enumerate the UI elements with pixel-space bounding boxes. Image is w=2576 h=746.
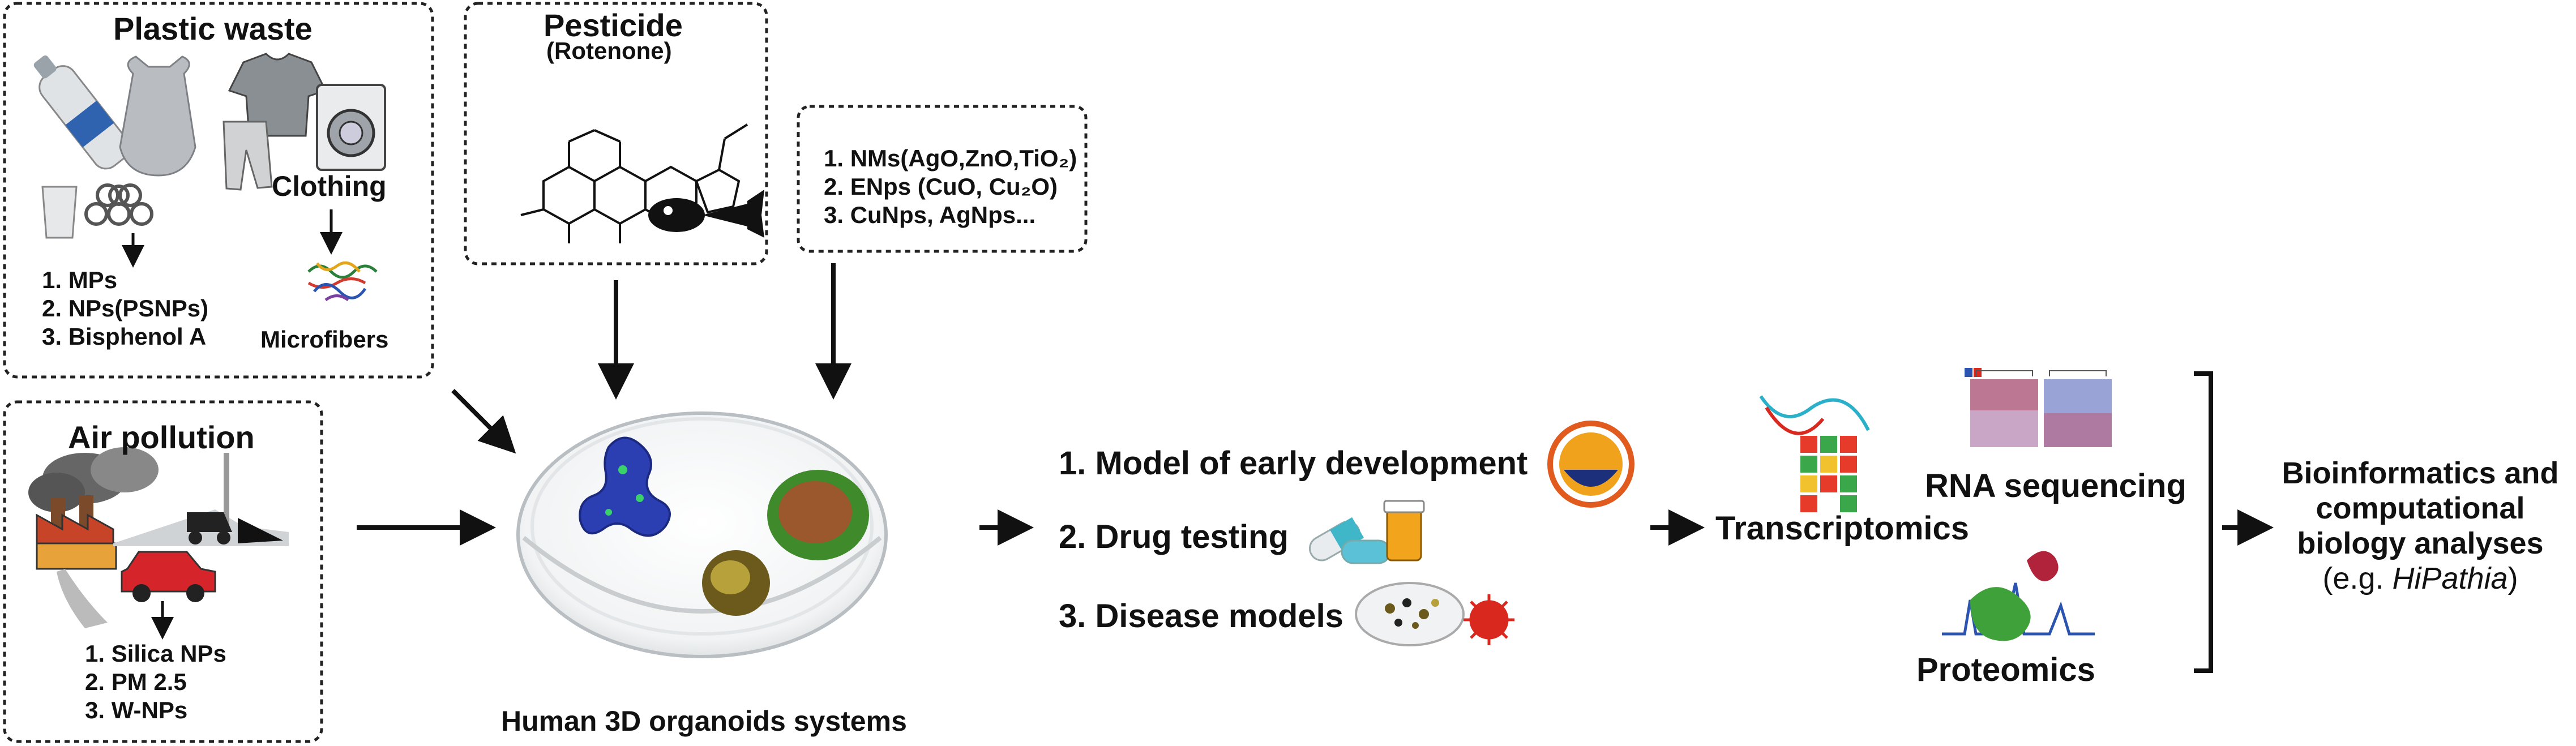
rna-heatmap-icon	[1965, 368, 2112, 447]
plastic-waste-title: Plastic waste	[113, 11, 313, 46]
six-pack-ring-icon	[84, 183, 153, 226]
rotenone-structure-icon	[520, 123, 748, 243]
omics-bracket	[2194, 371, 2213, 673]
plastic-cup-icon	[41, 186, 78, 239]
air-item: 3. W-NPs	[85, 697, 188, 723]
dead-fish-icon	[648, 190, 764, 238]
nanomaterial-item: 1. NMs(AgO,ZnO,TiO₂)	[824, 145, 1077, 172]
trousers-icon	[222, 121, 273, 191]
factory-pollution-icon	[28, 447, 289, 570]
bioinfo-line: Bioinformatics and	[2282, 456, 2559, 490]
bioinfo-line: computational	[2316, 491, 2525, 525]
plastic-to-dish-arrow	[451, 389, 516, 454]
car-exhaust-icon	[57, 551, 216, 628]
transcriptomics-icon	[1759, 395, 1870, 512]
air-item: 2. PM 2.5	[85, 668, 187, 695]
bioinformatics-block: Bioinformatics and computational biology…	[2270, 456, 2570, 596]
washing-machine-icon	[316, 84, 386, 171]
plastic-items-list: 1. MPs 2. NPs(PSNPs) 3. Bisphenol A	[42, 266, 208, 351]
bioinfo-example-prefix: (e.g.	[2322, 561, 2393, 595]
organoids-caption: Human 3D organoids systems	[501, 705, 907, 737]
plastic-item: 2. NPs(PSNPs)	[42, 295, 209, 321]
bioinfo-example-suffix: )	[2507, 561, 2518, 595]
transcriptomics-label: Transcriptomics	[1715, 510, 1970, 547]
air-pollution-title: Air pollution	[68, 419, 255, 455]
application-item: 1. Model of early development	[1059, 445, 1528, 482]
bioinfo-line: biology analyses	[2297, 526, 2544, 560]
air-item: 1. Silica NPs	[85, 640, 226, 667]
microfibers-icon	[307, 261, 378, 302]
proteomics-label: Proteomics	[1916, 651, 2095, 688]
bioinfo-example: (e.g. HiPathia)	[2270, 561, 2570, 596]
nanomaterial-item: 3. CuNps, AgNps...	[824, 201, 1036, 228]
application-item: 2. Drug testing	[1059, 518, 1289, 555]
embryo-icon	[1547, 421, 1634, 508]
organoid-brown	[702, 550, 770, 616]
rna-sequencing-label: RNA sequencing	[1925, 468, 2186, 504]
pesticide-box	[464, 2, 768, 265]
organoid-blue	[579, 436, 671, 537]
application-item: 3. Disease models	[1059, 598, 1343, 634]
plastic-bag-icon	[119, 55, 196, 177]
pills-icon	[1308, 500, 1425, 564]
pesticide-title: Pesticide	[544, 7, 683, 43]
plastic-waste-box	[3, 2, 434, 379]
nanomaterial-item: 2. ENps (CuO, Cu₂O)	[824, 173, 1058, 200]
microfibers-label: Microfibers	[260, 326, 389, 353]
clothing-label: Clothing	[272, 170, 387, 202]
air-pollution-box	[3, 400, 323, 743]
plastic-item: 1. MPs	[42, 267, 118, 293]
proteomics-icon	[1942, 551, 2095, 641]
virus-icon	[1464, 594, 1514, 645]
disease-dish-icon	[1355, 582, 1465, 646]
nanomaterials-list: 1. NMs(AgO,ZnO,TiO₂) 2. ENps (CuO, Cu₂O)…	[824, 144, 1077, 229]
pesticide-subtitle: (Rotenone)	[546, 37, 672, 64]
hipathia-label: HiPathia	[2392, 561, 2508, 595]
air-items-list: 1. Silica NPs 2. PM 2.5 3. W-NPs	[85, 640, 226, 724]
organoid-green	[767, 470, 869, 560]
plastic-item: 3. Bisphenol A	[42, 323, 207, 350]
plastic-bottle-icon	[33, 55, 131, 170]
